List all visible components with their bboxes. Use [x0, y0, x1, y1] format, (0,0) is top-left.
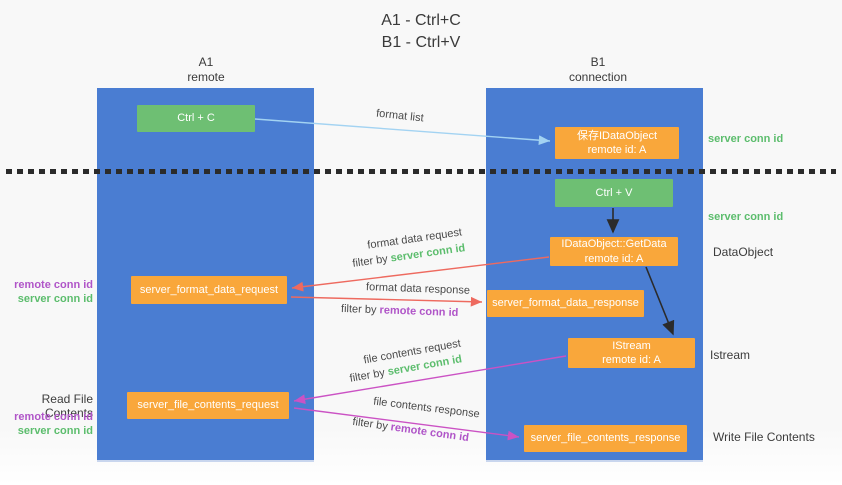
remote-conn-id-label-1: remote conn id	[14, 279, 93, 291]
istream-side-label: Istream	[710, 348, 751, 362]
ctrl-v-label: Ctrl + V	[595, 186, 633, 199]
server-conn-id-label-mid: server conn id	[708, 211, 784, 223]
left-conn-id-group-top: remote conn id server conn id	[0, 279, 93, 307]
read-file-contents-label: Read File Contents	[41, 392, 93, 420]
column-a1-id: A1	[198, 55, 214, 69]
diagram-title: A1 - Ctrl+C B1 - Ctrl+V	[0, 10, 842, 53]
idataobject-getdata-box: IDataObject::GetData remote id: A	[550, 237, 678, 266]
server-conn-id-label-top: server conn id	[708, 133, 784, 145]
server-conn-id-label-2: server conn id	[17, 424, 93, 437]
column-b1-subtitle: connection	[568, 70, 628, 84]
save-idataobject-line2: remote id: A	[587, 144, 647, 156]
format-request-label: server_format_data_request	[139, 283, 279, 296]
server-format-data-request-box: server_format_data_request	[131, 276, 287, 304]
getdata-line2: remote id: A	[584, 252, 644, 265]
file-response-filter-label: filter by remote conn id	[352, 416, 470, 444]
format-data-response-arrow	[290, 296, 483, 307]
getdata-line1: IDataObject::GetData	[561, 238, 667, 251]
filter-by-text: filter by	[351, 415, 392, 434]
server-format-data-response-box: server_format_data_response	[487, 290, 644, 317]
format-response-filter-label: filter by remote conn id	[341, 303, 459, 319]
copy-paste-divider-dashed-line	[6, 169, 836, 174]
write-file-contents-label: Write File Contents	[713, 430, 815, 444]
column-header-a1: A1 remote	[146, 55, 266, 85]
dataobject-label: DataObject	[713, 245, 774, 259]
ctrl-v-box: Ctrl + V	[555, 179, 673, 207]
server-file-contents-response-box: server_file_contents_response	[524, 425, 687, 452]
filter-by-text: filter by	[348, 366, 389, 385]
remote-conn-id-label-2: remote conn id	[14, 411, 93, 423]
filter-by-text: filter by	[351, 252, 392, 270]
column-b1-id: B1	[590, 55, 606, 69]
left-conn-id-group-bottom: remote conn id server conn id	[0, 411, 93, 439]
column-a1-subtitle: remote	[187, 70, 225, 84]
server-conn-id-label-1: server conn id	[17, 292, 93, 305]
save-idataobject-line1: 保存IDataObject	[576, 129, 658, 142]
istream-line2: remote id: A	[602, 354, 661, 366]
format-list-arrow-label: format list	[375, 107, 425, 125]
remote-conn-id-inline: remote conn id	[379, 304, 459, 320]
filter-by-text: filter by	[340, 302, 380, 317]
istream-box: IStream remote id: A	[568, 338, 695, 368]
server-file-contents-request-box: server_file_contents_request	[127, 392, 289, 419]
file-response-label: server_file_contents_response	[530, 432, 681, 445]
ctrl-c-label: Ctrl + C	[177, 112, 215, 125]
istream-line1: IStream	[612, 339, 651, 352]
title-line-2: B1 - Ctrl+V	[381, 33, 461, 51]
file-request-label: server_file_contents_request	[137, 399, 279, 412]
title-line-1: A1 - Ctrl+C	[381, 12, 461, 29]
column-header-b1: B1 connection	[538, 55, 658, 85]
format-response-label: server_format_data_response	[492, 297, 639, 310]
format-data-response-arrow-label: format data response	[365, 281, 471, 297]
file-contents-response-arrow-label: file contents response	[372, 395, 481, 421]
remote-conn-id-inline: remote conn id	[389, 421, 470, 445]
save-idataobject-box: 保存IDataObject remote id: A	[555, 127, 679, 159]
ctrl-c-box: Ctrl + C	[137, 105, 255, 132]
